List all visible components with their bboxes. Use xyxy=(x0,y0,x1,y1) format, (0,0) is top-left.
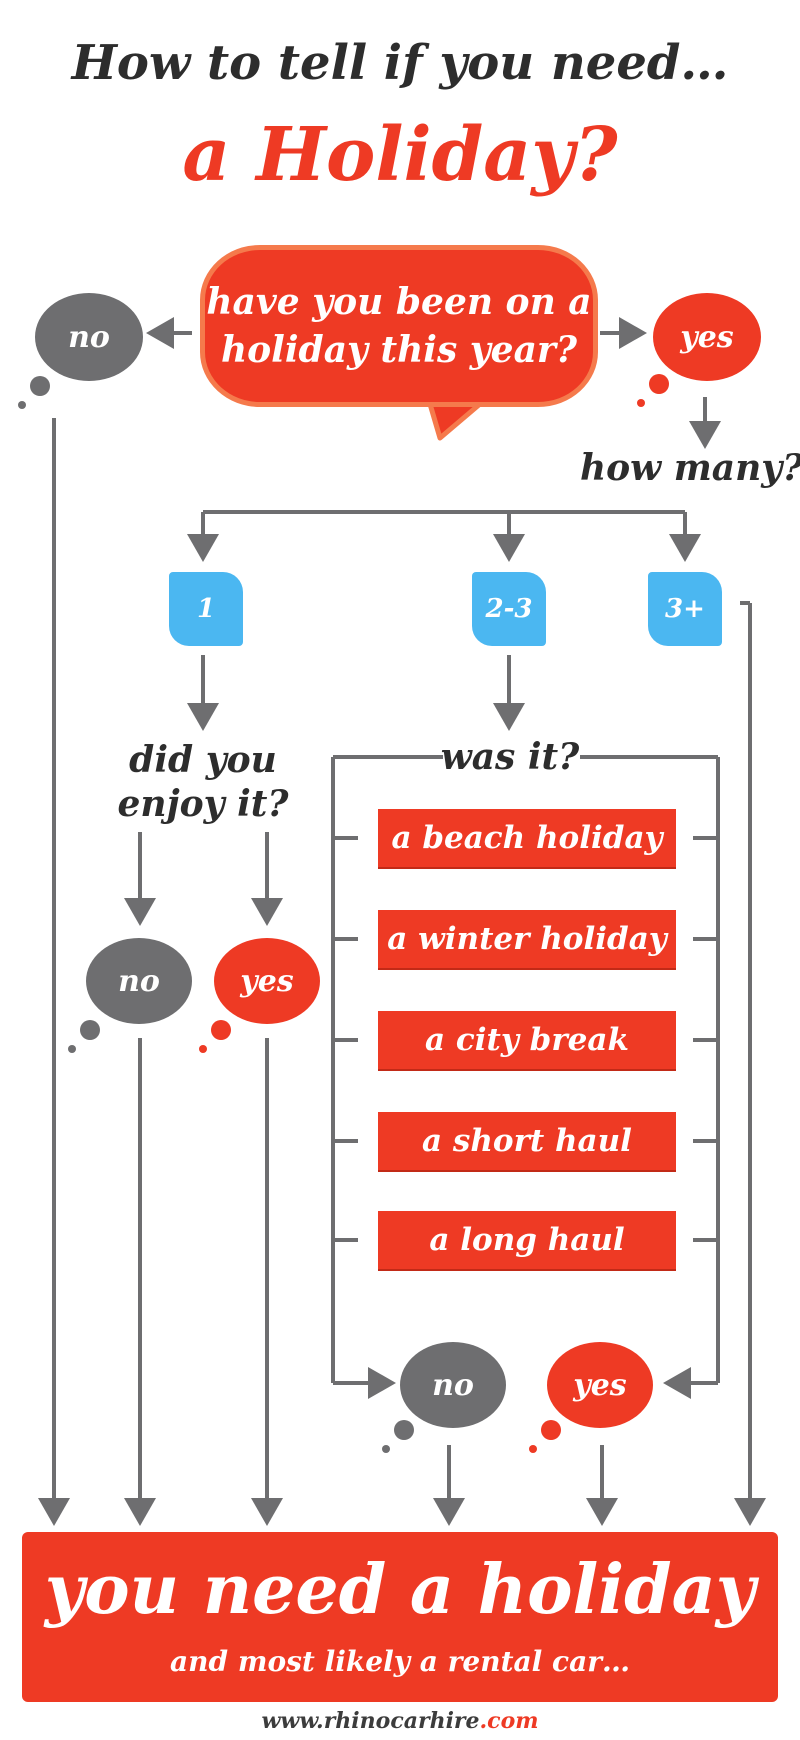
was-it-no-bubble: no xyxy=(400,1342,506,1428)
option-winter-holiday: a winter holiday xyxy=(378,910,676,968)
footer-url-prefix: www.rhinocarhire xyxy=(261,1708,480,1734)
option-2-3-box: 2-3 xyxy=(472,572,546,646)
option-city-break: a city break xyxy=(378,1011,676,1069)
enjoy-question-label: did you enjoy it? xyxy=(117,739,289,825)
was-it-yes-bubble: yes xyxy=(547,1342,653,1428)
how-many-label: how many? xyxy=(580,447,800,489)
was-it-label: was it? xyxy=(440,736,580,778)
option-beach-holiday: a beach holiday xyxy=(378,809,676,867)
title-line-1: How to tell if you need… xyxy=(71,35,729,91)
option-long-haul: a long haul xyxy=(378,1211,676,1269)
option-short-haul: a short haul xyxy=(378,1112,676,1170)
title-line-2: a Holiday? xyxy=(182,112,618,198)
first-no-bubble: no xyxy=(35,293,143,381)
footer-url-suffix: .com xyxy=(479,1708,539,1734)
enjoy-yes-bubble: yes xyxy=(214,938,320,1024)
option-3-plus-box: 3+ xyxy=(648,572,722,646)
result-banner xyxy=(22,1532,778,1702)
first-yes-bubble: yes xyxy=(653,293,761,381)
option-1-box: 1 xyxy=(169,572,243,646)
footer-url[interactable]: www.rhinocarhire.com xyxy=(0,1708,800,1734)
start-question-bubble xyxy=(200,245,598,407)
question-bubble-tail xyxy=(427,401,483,441)
thought-bubble-dots xyxy=(18,374,669,1453)
result-sub-text: and most likely a rental car… xyxy=(170,1645,630,1678)
result-main-text: you need a holiday xyxy=(44,1550,756,1630)
enjoy-no-bubble: no xyxy=(86,938,192,1024)
start-question-text: have you been on a holiday this year? xyxy=(206,281,592,371)
